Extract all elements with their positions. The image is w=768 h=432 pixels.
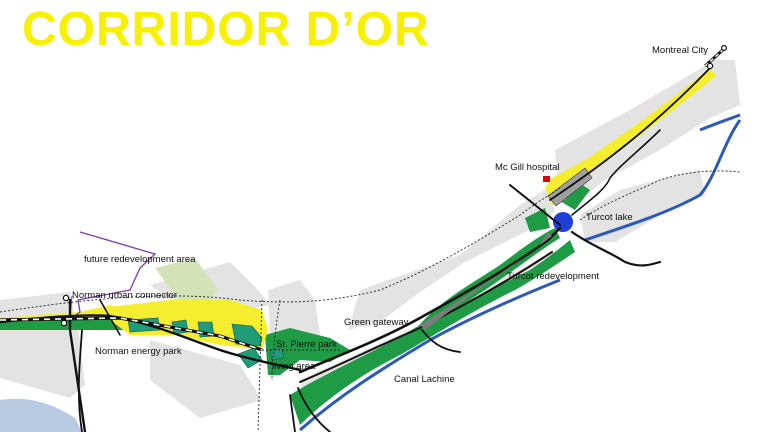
label-future-redevelopment: future redevelopment area — [84, 254, 196, 265]
label-turcot-redevelopment: Turcot redevelopment — [507, 271, 600, 282]
label-turcot-lake: Turcot lake — [586, 212, 633, 223]
label-montreal-city: Montreal City — [652, 45, 708, 56]
dashed-boundaries — [0, 170, 741, 432]
label-norman-urban-connector: Norman urban connector — [72, 290, 178, 301]
label-green-gateway: Green gateway — [344, 317, 409, 328]
label-canal-lachine: Canal Lachine — [394, 374, 455, 385]
turcot-lake — [553, 212, 573, 232]
hospital-marker — [543, 176, 550, 182]
future-redevelopment-outline — [71, 231, 157, 319]
label-living-area: living area — [272, 361, 316, 372]
blue-water-edges — [299, 113, 742, 432]
light-green-zone — [155, 258, 218, 302]
page-title: CORRIDOR D’OR — [22, 3, 430, 56]
river-water — [0, 398, 82, 432]
markers — [60, 44, 727, 327]
label-st-pierre-park: St. Pierre park — [276, 339, 337, 350]
highway-strip — [420, 232, 552, 330]
label-mcgill-hospital: Mc Gill hospital — [495, 162, 560, 173]
label-norman-energy-park: Norman energy park — [95, 346, 182, 357]
rail-line — [0, 46, 727, 352]
roads — [0, 65, 713, 432]
